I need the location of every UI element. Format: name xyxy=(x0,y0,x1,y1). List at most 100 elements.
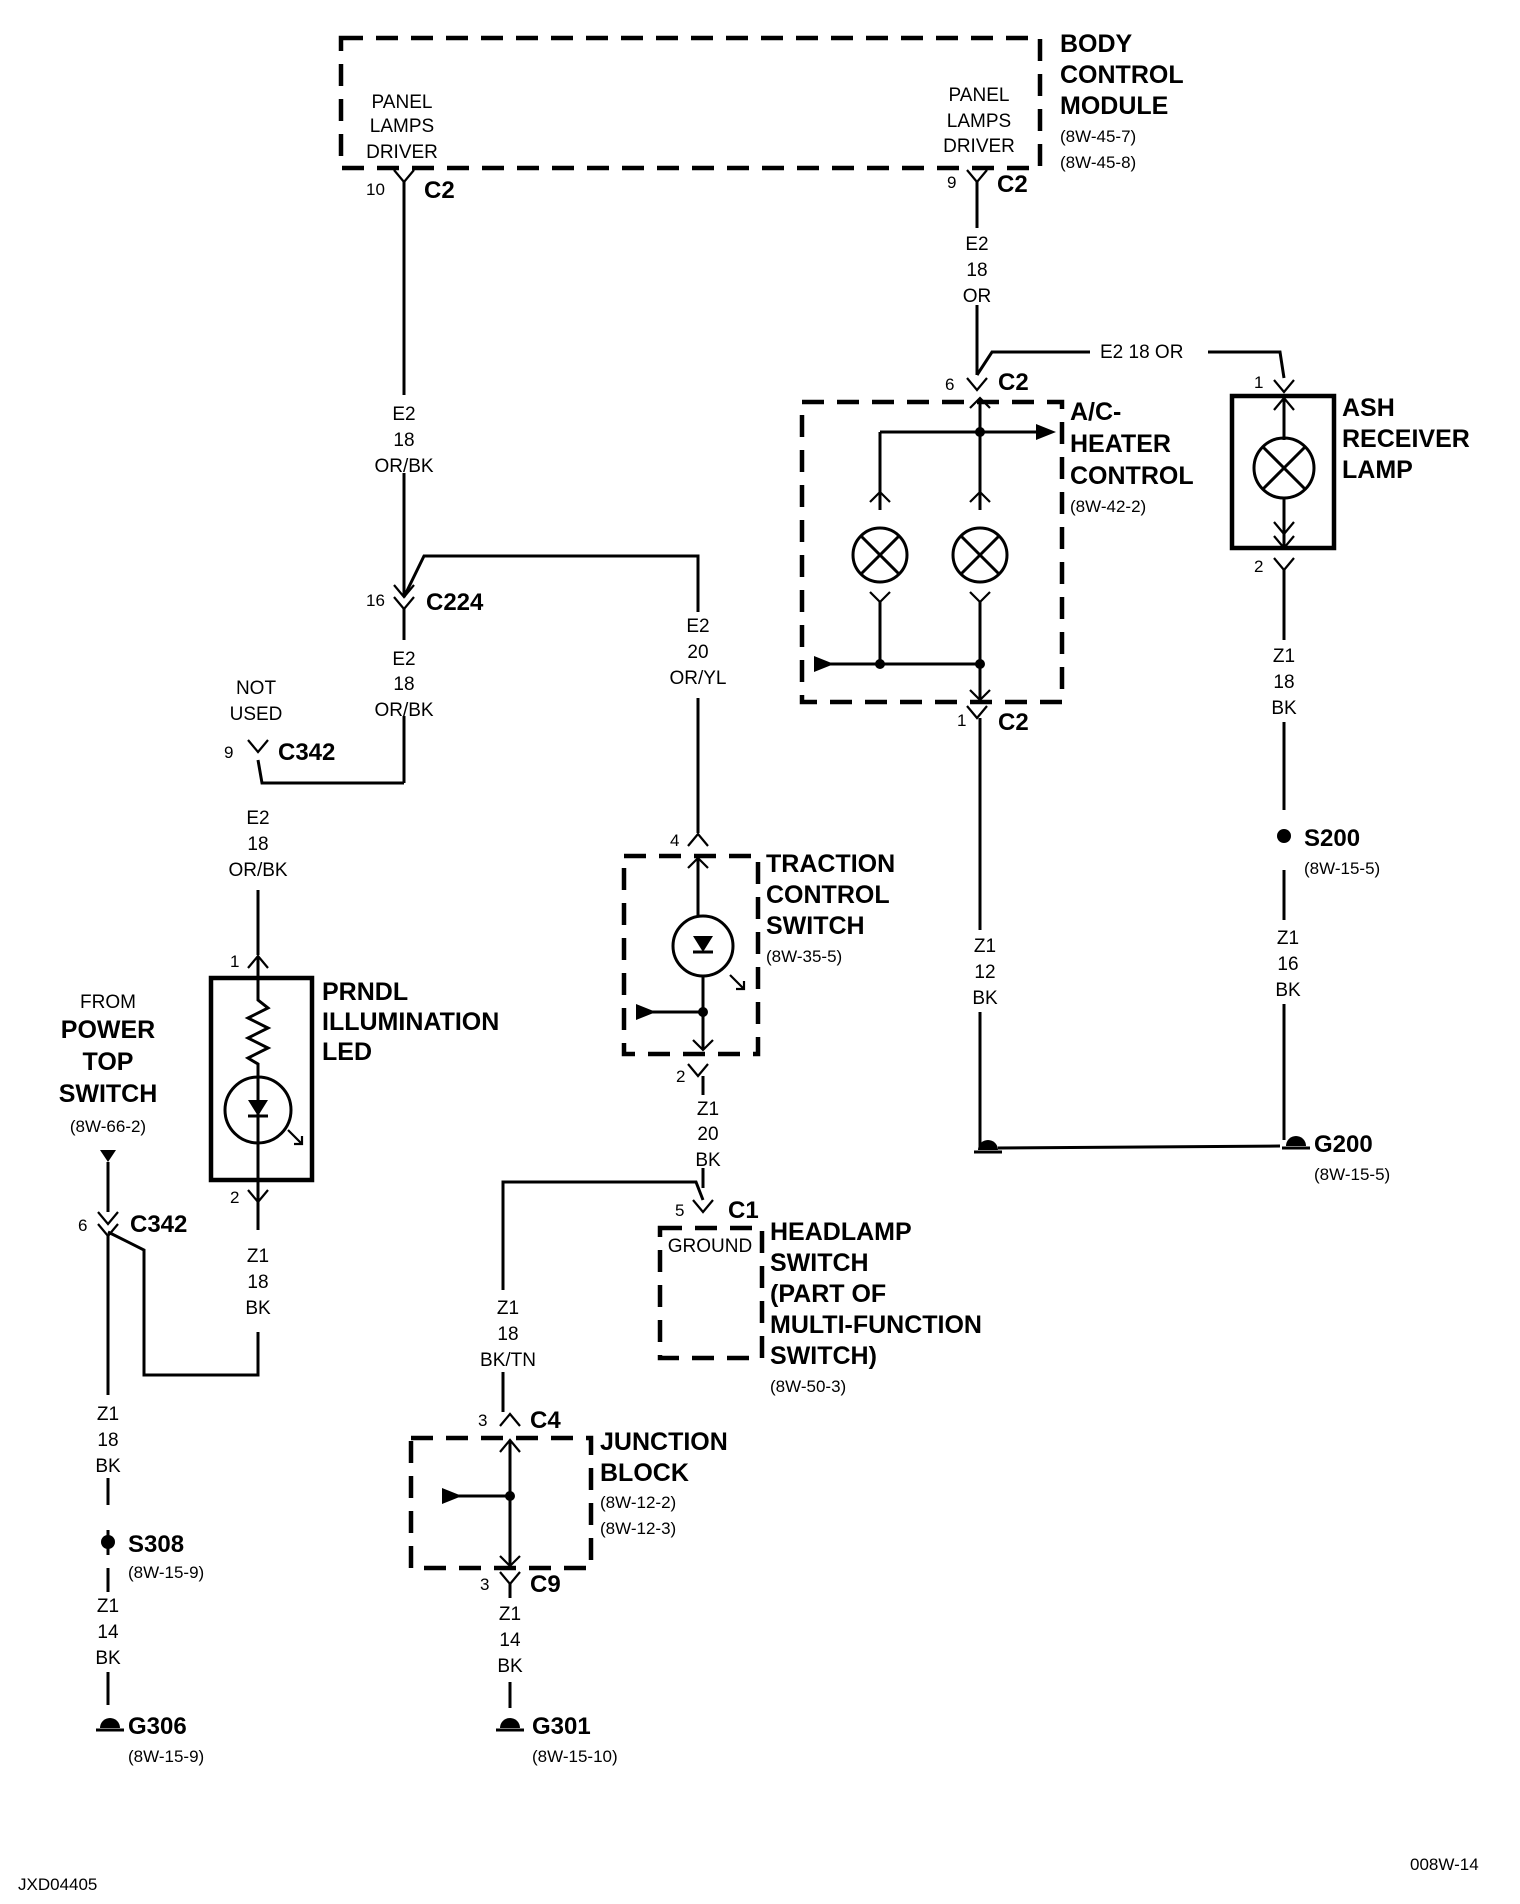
ash-receiver-lamp: 1 2 ASH RECEIVER LAMP xyxy=(1229,373,1470,576)
jb-title-line1: JUNCTION xyxy=(600,1428,728,1456)
ash-pin-bottom: 2 xyxy=(1254,557,1263,576)
splice-s200: S200 (8W-15-5) xyxy=(1277,825,1380,878)
wire-c224-down-circuit: E2 xyxy=(392,649,415,670)
ac-title-line1: A/C- xyxy=(1070,398,1121,426)
bcm-outline xyxy=(338,35,1043,171)
bcm-driver-left-line3: DRIVER xyxy=(366,142,438,163)
ac-title-line2: HEATER xyxy=(1070,430,1171,458)
wire-s308-down-circuit: Z1 xyxy=(97,1596,119,1617)
node-dot-icon xyxy=(875,659,885,669)
wire-prndl-down: Z1 18 BK xyxy=(107,1202,271,1377)
c4-label: C4 xyxy=(530,1407,561,1434)
footer-left-code: JXD04405 xyxy=(18,1875,97,1894)
power-top-from: FROM xyxy=(80,992,136,1013)
s200-label: S200 xyxy=(1304,825,1360,852)
traction-title-line3: SWITCH xyxy=(766,912,865,940)
bulb-right-icon xyxy=(951,526,1009,584)
resistor-icon xyxy=(244,990,272,1075)
wire-jb-down-gauge: 14 xyxy=(499,1630,521,1651)
wire-s200-down-color: BK xyxy=(1275,980,1301,1001)
traction-control-switch: 4 2 TRACTION CONTROL SWITCH (8W-35-5) xyxy=(621,831,895,1086)
light-arrow-icon xyxy=(287,1129,304,1146)
jb-inner-bottom-icon xyxy=(499,1555,521,1568)
traction-pin-top: 4 xyxy=(670,831,679,850)
body-control-module: PANEL LAMPS DRIVER PANEL LAMPS DRIVER BO… xyxy=(338,30,1184,204)
prndl-title-line1: PRNDL xyxy=(322,978,408,1006)
wire-s200-down: Z1 16 BK xyxy=(1275,870,1301,1140)
wire-traction-up-color: OR/YL xyxy=(669,668,726,689)
ac-title-line3: CONTROL xyxy=(1070,462,1194,490)
headlamp-title-line1: HEADLAMP xyxy=(770,1218,912,1246)
headlamp-title-line2: SWITCH xyxy=(770,1249,869,1277)
wire-bcm-left: E2 18 OR/BK xyxy=(374,182,434,595)
wire-top-right-label: E2 18 OR xyxy=(1100,342,1183,363)
bcm-title-line3: MODULE xyxy=(1060,92,1168,120)
bulb-left-icon xyxy=(851,526,909,584)
wire-prndl-down-color: BK xyxy=(245,1298,271,1319)
g306-ref: (8W-15-9) xyxy=(128,1747,204,1766)
wire-traction-down-gauge: 20 xyxy=(697,1124,718,1145)
wire-jb-down-color: BK xyxy=(497,1656,523,1677)
wire-headlamp-gauge: 18 xyxy=(497,1324,518,1345)
wire-ac-ground-circuit: Z1 xyxy=(974,936,996,957)
wire-ash-down-color: BK xyxy=(1271,698,1297,719)
bcm-driver-right-line3: DRIVER xyxy=(943,136,1015,157)
wire-c224-down-gauge: 18 xyxy=(393,674,414,695)
junction-block: 3 C4 3 C9 JUNCTION BLOCK (8W-12-2) (8W-1… xyxy=(408,1407,728,1598)
wire-power-top: Z1 18 BK xyxy=(95,1236,121,1505)
prndl-pin-bottom: 2 xyxy=(230,1188,239,1207)
wire-jb-down: Z1 14 BK xyxy=(497,1584,523,1708)
light-arrow-icon xyxy=(729,974,746,991)
ac-pin-top: 6 xyxy=(945,375,954,394)
traction-pin-bottom: 2 xyxy=(676,1067,685,1086)
bcm-driver-right-line1: PANEL xyxy=(949,85,1010,106)
traction-inner-bottom-icon xyxy=(692,1039,714,1052)
c342-top-pin: 9 xyxy=(224,743,233,762)
c224-label: C224 xyxy=(426,589,484,616)
wire-headlamp-color: BK/TN xyxy=(480,1350,536,1371)
ac-top-connector-icon xyxy=(966,377,988,392)
c342-top-label: C342 xyxy=(278,739,335,766)
jb-ref-1: (8W-12-2) xyxy=(600,1493,676,1512)
traction-title-line1: TRACTION xyxy=(766,850,895,878)
splice-s308: S308 (8W-15-9) xyxy=(101,1530,204,1582)
ash-top-connector-icon xyxy=(1273,379,1295,394)
footer-right-code: 008W-14 xyxy=(1410,1855,1479,1874)
g306-label: G306 xyxy=(128,1713,187,1740)
ac-ref: (8W-42-2) xyxy=(1070,497,1146,516)
wire-headlamp: Z1 18 BK/TN xyxy=(480,1180,705,1412)
c9-label: C9 xyxy=(530,1571,561,1598)
ac-conn-bottom: C2 xyxy=(998,709,1029,736)
c342-not-used-line2: USED xyxy=(230,704,283,725)
jb-pin-bottom: 3 xyxy=(480,1575,489,1594)
wire-s200-down-circuit: Z1 xyxy=(1277,928,1299,949)
ac-conn-top: C2 xyxy=(998,369,1029,396)
wire-traction-down: Z1 20 BK xyxy=(695,1076,721,1188)
arrow-right-icon xyxy=(442,1488,462,1504)
wire-ash-down-circuit: Z1 xyxy=(1273,646,1295,667)
ac-heater-control: 6 C2 1 C2 A/C- HEATER CONTROL ( xyxy=(799,369,1194,736)
ac-outline xyxy=(799,399,1065,705)
wire-bcm-right-color: OR xyxy=(963,286,992,307)
arrow-right-icon xyxy=(814,656,834,672)
headlamp-switch: 5 C1 GROUND HEADLAMP SWITCH (PART OF MUL… xyxy=(657,1197,982,1396)
jb-outline xyxy=(408,1435,594,1571)
wire-bcm-right: E2 18 OR xyxy=(963,182,992,375)
wire-traction-up-circuit: E2 xyxy=(686,616,709,637)
wire-c342-down-color: OR/BK xyxy=(228,860,287,881)
bcm-ref-2: (8W-45-8) xyxy=(1060,153,1136,172)
prndl-title-line2: ILLUMINATION xyxy=(322,1008,499,1036)
g200-label: G200 xyxy=(1314,1131,1373,1158)
ground-g200: G200 (8W-15-5) xyxy=(1282,1131,1390,1184)
wire-power-top-circuit: Z1 xyxy=(97,1404,119,1425)
s200-ref: (8W-15-5) xyxy=(1304,859,1380,878)
ash-bottom-connector-icon xyxy=(1273,557,1295,572)
power-top-switch: FROM POWER TOP SWITCH (8W-66-2) 6 C342 xyxy=(59,992,188,1238)
bcm-driver-left-line2: LAMPS xyxy=(370,116,434,137)
wire-top-right: E2 18 OR xyxy=(975,342,1286,379)
wire-traction-down-circuit: Z1 xyxy=(697,1099,719,1120)
power-top-title-line3: SWITCH xyxy=(59,1080,158,1108)
wire-bcm-right-gauge: 18 xyxy=(966,260,987,281)
c4-connector-icon xyxy=(499,1412,521,1427)
